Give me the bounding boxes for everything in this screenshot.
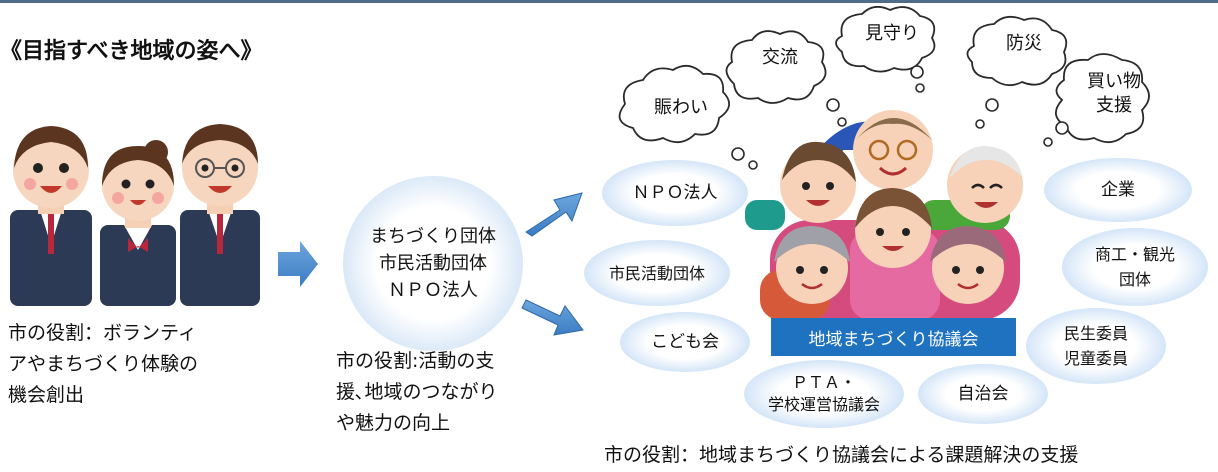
organizations-circle: まちづくり団体 市民活動団体 ＮＰＯ法人 xyxy=(343,176,523,351)
thought-bubbles xyxy=(731,65,1069,170)
residents-group-illustration xyxy=(745,110,1023,320)
group-pta: ＰＴＡ・ 学校運営協議会 xyxy=(744,360,904,428)
arrow-down-right-icon xyxy=(521,299,584,336)
arrow-up-right-icon xyxy=(525,192,583,237)
group-minsei: 民生委員 児童委員 xyxy=(1026,308,1166,384)
group-kigyo: 企業 xyxy=(1044,158,1192,222)
cloud-label-nigiwai: 賑わい xyxy=(654,97,708,118)
cloud-label-koryu: 交流 xyxy=(762,47,798,68)
group-shoko: 商工・観光 団体 xyxy=(1062,228,1208,306)
student-boy-glasses-icon xyxy=(180,124,260,306)
council-label: 地域まちづくり協議会 xyxy=(771,318,1016,356)
stage1-caption: 市の役割：ボランティ アやまちづくり体験の 機会創出 xyxy=(8,322,199,406)
cloud-shape-bosai xyxy=(966,15,1068,87)
cloud-shape-kaimono xyxy=(1055,53,1150,144)
cloud-shape-mamori xyxy=(835,5,936,73)
group-kids: こども会 xyxy=(620,312,750,372)
student-boy-left-icon xyxy=(10,126,92,306)
cloud-shape-koryu xyxy=(725,30,827,104)
student-girl-icon xyxy=(100,140,176,306)
stage3-caption: 市の役割：地域まちづくり協議会による課題解決の支援 xyxy=(604,444,1079,466)
page-title: 《目指すべき地域の姿へ》 xyxy=(0,39,263,64)
cloud-shape-nigiwai xyxy=(618,64,730,144)
group-jichikai: 自治会 xyxy=(918,364,1048,424)
top-rule xyxy=(0,0,1218,3)
stage2-caption: 市の役割:活動の支 援､地域のつながり や魅力の向上 xyxy=(336,350,498,434)
students-illustration xyxy=(10,124,260,306)
arrow-right-icon xyxy=(278,241,318,287)
group-npo: ＮＰＯ法人 xyxy=(602,160,748,226)
thought-clouds xyxy=(618,5,1150,144)
organizations-circle-text: まちづくり団体 市民活動団体 ＮＰＯ法人 xyxy=(370,226,496,301)
cloud-label-mamori: 見守り xyxy=(865,23,919,44)
group-civic: 市民活動団体 xyxy=(584,240,730,306)
cloud-label-bosai: 防災 xyxy=(1006,33,1042,54)
cloud-label-kaimono: 買い物 支援 xyxy=(1087,71,1141,116)
